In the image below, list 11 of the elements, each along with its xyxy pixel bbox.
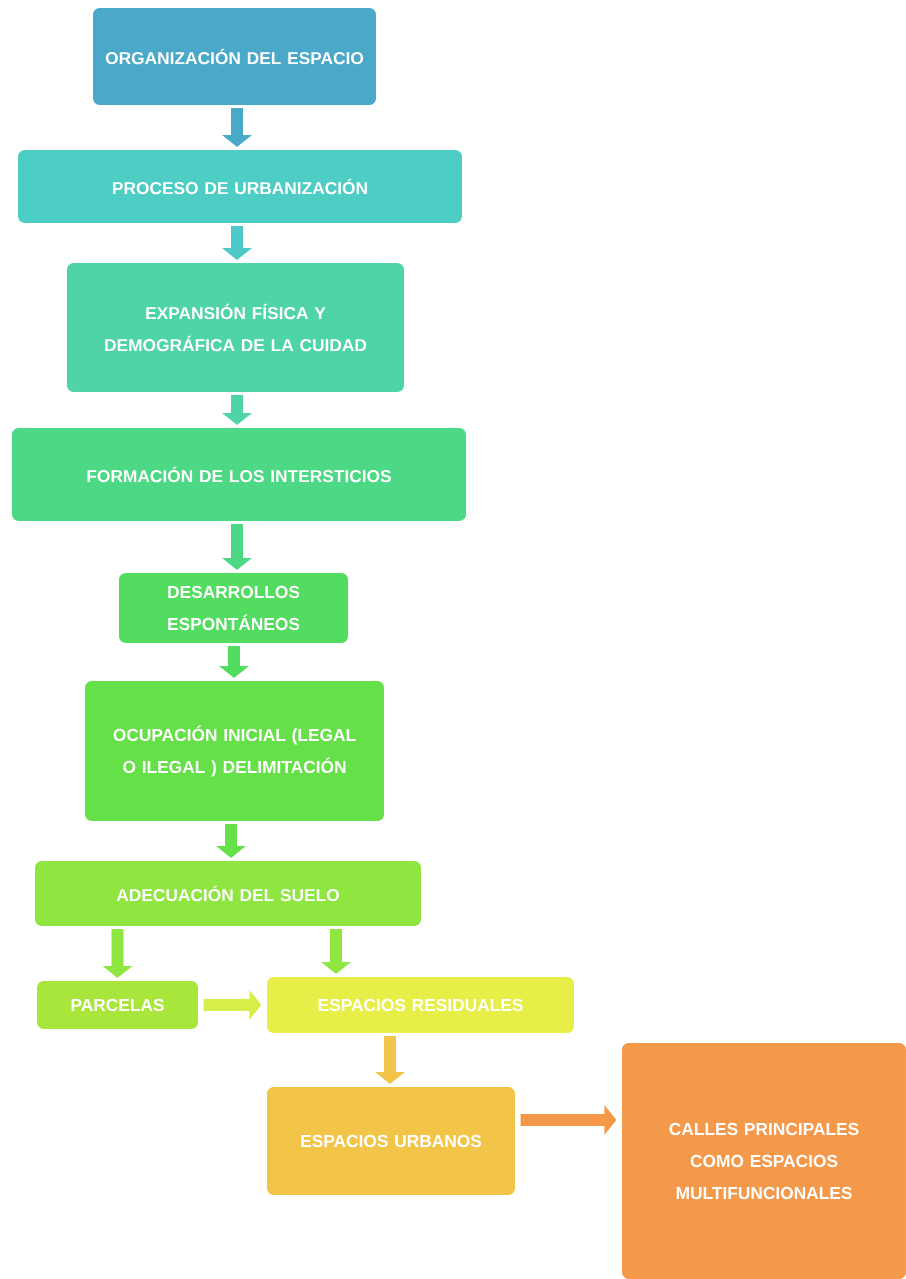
process-box: EXPANSIÓN FÍSICA Y DEMOGRÁFICA DE LA CUIDAD [67,263,404,392]
process-box: CALLES PRINCIPALES COMO ESPACIOS MULTIFUNCIONALES [622,1043,906,1279]
process-box: ESPACIOS RESIDUALES [267,977,574,1033]
process-box: FORMACIÓN DE LOS INTERSTICIOS [12,428,466,521]
process-box: PARCELAS [37,981,198,1029]
process-box: ADECUACIÓN DEL SUELO [35,861,421,926]
process-box: ESPACIOS URBANOS [267,1087,515,1195]
process-box: ORGANIZACIÓN DEL ESPACIO [93,8,376,105]
process-box: PROCESO DE URBANIZACIÓN [18,150,462,223]
process-box: OCUPACIÓN INICIAL (LEGAL O ILEGAL ) DELIMITACIÓN [85,681,384,821]
process-box: DESARROLLOS ESPONTÁNEOS [119,573,348,643]
